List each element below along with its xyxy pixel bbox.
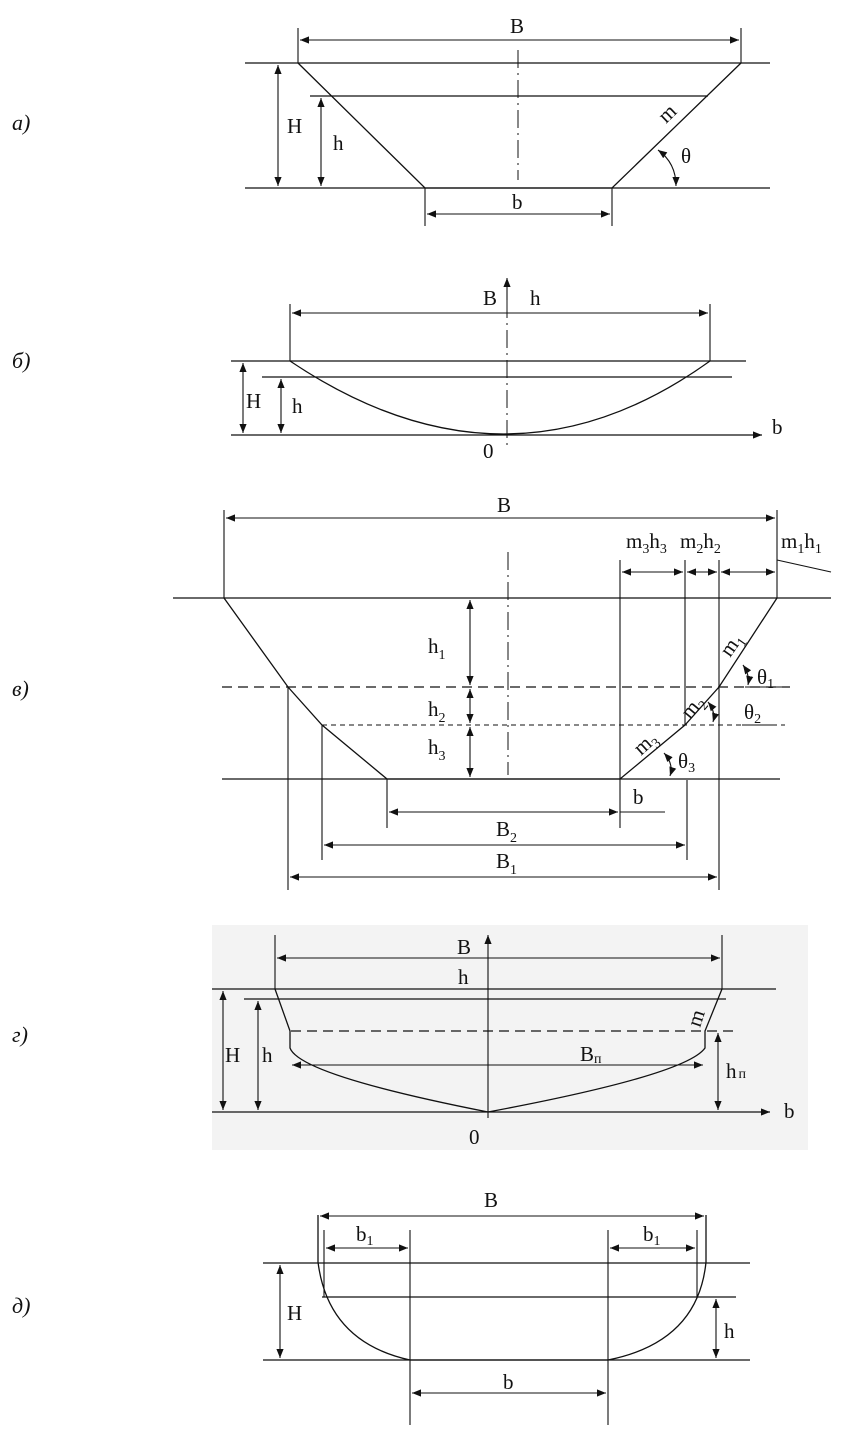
label-B: B [484,1188,498,1212]
label-h: h [292,394,303,418]
label-theta: θ [681,144,691,168]
label-H: H [287,1301,302,1325]
label-m2h2: m2h2 [680,529,721,557]
label-B: B [497,493,511,517]
label-m1: m1 [714,628,750,663]
label-H: H [287,114,302,138]
label-B2: B2 [496,817,517,846]
label-m: m [682,1007,710,1030]
label-b: b [512,190,523,214]
label-theta2: θ2 [744,700,761,727]
label-m2: m2 [675,690,711,726]
angle-theta2-arc [707,701,720,723]
label-h: h [262,1043,273,1067]
panel-d-label: д) [12,1293,30,1318]
trapezoid-profile [297,62,742,189]
label-h2: h2 [428,697,446,726]
scan-background [212,925,808,1150]
parabolic-profile [289,360,711,435]
label-m: m [653,99,681,128]
origin-label: 0 [469,1125,480,1149]
panel-v-polygonal: в) B m3h3 m2h2 m1h1 h1 h2 h3 m1 m2 m3 [12,493,832,890]
label-b1-left: b1 [356,1222,374,1249]
label-H: H [225,1043,240,1067]
label-m3: m3 [628,726,664,762]
label-h3: h3 [428,735,446,764]
label-b1-right: b1 [643,1222,661,1249]
b-axis-label: b [784,1099,795,1123]
label-B: B [510,14,524,38]
label-b: b [633,785,644,809]
rounded-profile [317,1215,707,1361]
panel-g-label: г) [12,1022,28,1047]
angle-theta3-arc [663,752,677,777]
extension-line [776,559,832,573]
b-axis-label: b [772,415,783,439]
label-m1h1: m1h1 [781,529,822,557]
panel-b-parabola: б) b B h H h 0 [12,278,783,463]
panel-v-label: в) [12,676,29,701]
label-B: B [457,935,471,959]
panel-d-rounded: д) B b1 b1 H h b [12,1188,750,1425]
angle-arc [657,149,680,187]
label-h: h [333,131,344,155]
label-H: H [246,389,261,413]
label-h: h [724,1319,735,1343]
label-B1: B1 [496,849,517,878]
h-axis-label: h [530,286,541,310]
label-h1: h1 [428,634,446,663]
angle-theta1-arc [742,664,754,686]
label-Bp: Bп [580,1042,602,1067]
label-theta3: θ3 [678,749,695,776]
label-theta1: θ1 [757,665,774,692]
label-b: b [503,1370,514,1394]
panel-b-label: б) [12,348,30,373]
label-m3h3: m3h3 [626,529,667,557]
combined-profile [274,988,723,1113]
h-axis-label: h [458,965,469,989]
polygonal-profile [223,597,778,780]
panel-a-trapezoid: а) B H h b m θ [12,14,770,226]
origin-label: 0 [483,439,494,463]
panel-a-label: а) [12,110,30,135]
label-B: B [483,286,497,310]
